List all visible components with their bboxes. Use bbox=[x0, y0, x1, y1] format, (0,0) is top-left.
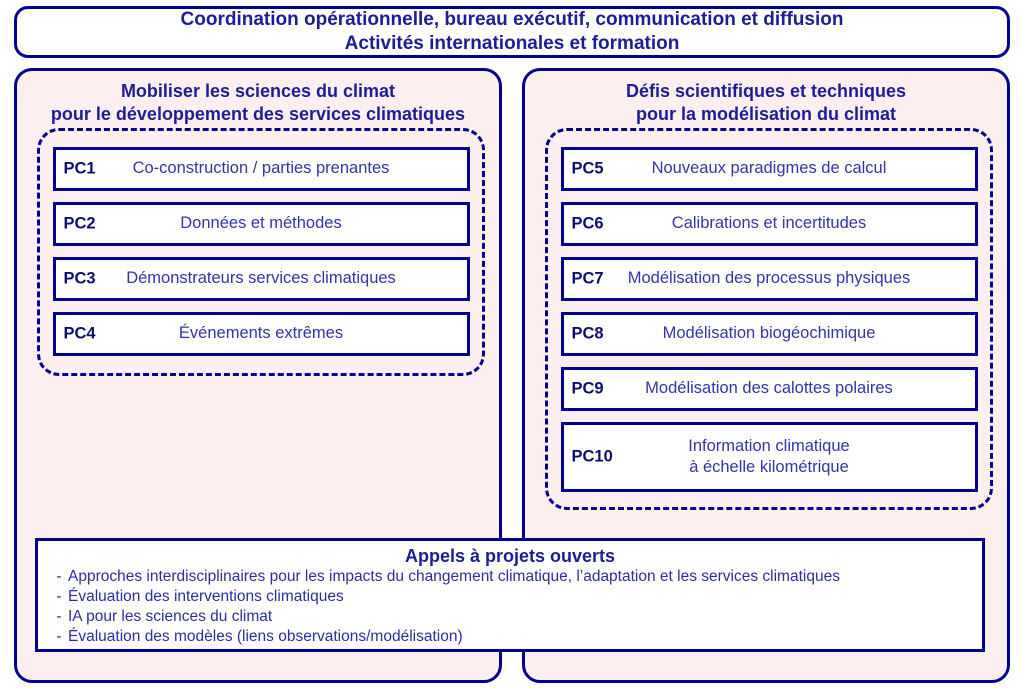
header-line-2: Activités internationales et formation bbox=[344, 33, 680, 54]
pc-label: Démonstrateurs services climatiques bbox=[126, 269, 396, 288]
left-panel-title-line-2: pour le développement des services clima… bbox=[50, 104, 466, 124]
pc-code: PC10 bbox=[571, 447, 613, 466]
dash-bullet: - bbox=[56, 628, 62, 645]
open-call-text: IA pour les sciences du climat bbox=[68, 608, 273, 625]
open-call-text: Évaluation des interventions climatiques bbox=[68, 588, 344, 605]
open-call-item-2: - Évaluation des interventions climatiqu… bbox=[38, 587, 982, 607]
pc-box-pc2: PC2 Données et méthodes bbox=[52, 202, 470, 246]
pc-code: PC1 bbox=[63, 159, 96, 178]
pc-box-pc1: PC1 Co-construction / parties prenantes bbox=[52, 147, 470, 191]
pc-label: Nouveaux paradigmes de calcul bbox=[651, 159, 887, 178]
pc-code: PC7 bbox=[571, 269, 604, 288]
pc-box-pc9: PC9 Modélisation des calottes polaires bbox=[560, 367, 978, 411]
left-dashed-group: PC1 Co-construction / parties prenantes … bbox=[37, 128, 485, 376]
pc-code: PC2 bbox=[63, 214, 96, 233]
open-calls-box: Appels à projets ouverts - Approches int… bbox=[35, 538, 985, 652]
open-call-text: Évaluation des modèles (liens observatio… bbox=[68, 628, 463, 645]
pc-code: PC6 bbox=[571, 214, 604, 233]
left-panel-title: Mobiliser les sciences du climat pour le… bbox=[17, 80, 499, 126]
pc-box-pc4: PC4 Événements extrêmes bbox=[52, 312, 470, 356]
pc-label: Co-construction / parties prenantes bbox=[132, 159, 390, 178]
open-call-text: Approches interdisciplinaires pour les i… bbox=[68, 568, 840, 585]
dash-bullet: - bbox=[56, 608, 62, 625]
pc-code: PC3 bbox=[63, 269, 96, 288]
open-call-item-1: - Approches interdisciplinaires pour les… bbox=[38, 567, 982, 587]
pc-box-pc7: PC7 Modélisation des processus physiques bbox=[560, 257, 978, 301]
pc-label: Événements extrêmes bbox=[178, 324, 344, 343]
pc-code: PC4 bbox=[63, 324, 96, 343]
right-dashed-group: PC5 Nouveaux paradigmes de calcul PC6 Ca… bbox=[545, 128, 993, 510]
coordination-header-box: Coordination opérationnelle, bureau exéc… bbox=[14, 6, 1010, 58]
open-calls-title: Appels à projets ouverts bbox=[404, 546, 616, 566]
right-panel-title-line-2: pour la modélisation du climat bbox=[635, 104, 897, 124]
pc-label: Calibrations et incertitudes bbox=[671, 214, 867, 233]
pc-label: Données et méthodes bbox=[180, 214, 342, 233]
pc-box-pc5: PC5 Nouveaux paradigmes de calcul bbox=[560, 147, 978, 191]
pc-label: Modélisation des calottes polaires bbox=[645, 379, 893, 398]
dash-bullet: - bbox=[56, 568, 62, 585]
pc-box-pc3: PC3 Démonstrateurs services climatiques bbox=[52, 257, 470, 301]
pc-label: Modélisation des processus physiques bbox=[627, 269, 911, 288]
pc-box-pc10: PC10 Information climatique à échelle ki… bbox=[560, 422, 978, 492]
pc-code: PC9 bbox=[571, 379, 604, 398]
pc-box-pc6: PC6 Calibrations et incertitudes bbox=[560, 202, 978, 246]
dash-bullet: - bbox=[56, 588, 62, 605]
pc-code: PC5 bbox=[571, 159, 604, 178]
open-call-item-3: - IA pour les sciences du climat bbox=[38, 607, 982, 627]
right-panel-title-line-1: Défis scientifiques et techniques bbox=[625, 81, 907, 101]
pc-code: PC8 bbox=[571, 324, 604, 343]
open-call-item-4: - Évaluation des modèles (liens observat… bbox=[38, 627, 982, 647]
left-panel-title-line-1: Mobiliser les sciences du climat bbox=[120, 81, 396, 101]
pc-box-pc8: PC8 Modélisation biogéochimique bbox=[560, 312, 978, 356]
right-panel-title: Défis scientifiques et techniques pour l… bbox=[525, 80, 1007, 126]
pc-label: Modélisation biogéochimique bbox=[662, 324, 876, 343]
pc-label: Information climatique à échelle kilomét… bbox=[688, 436, 850, 476]
header-line-1: Coordination opérationnelle, bureau exéc… bbox=[180, 9, 844, 30]
